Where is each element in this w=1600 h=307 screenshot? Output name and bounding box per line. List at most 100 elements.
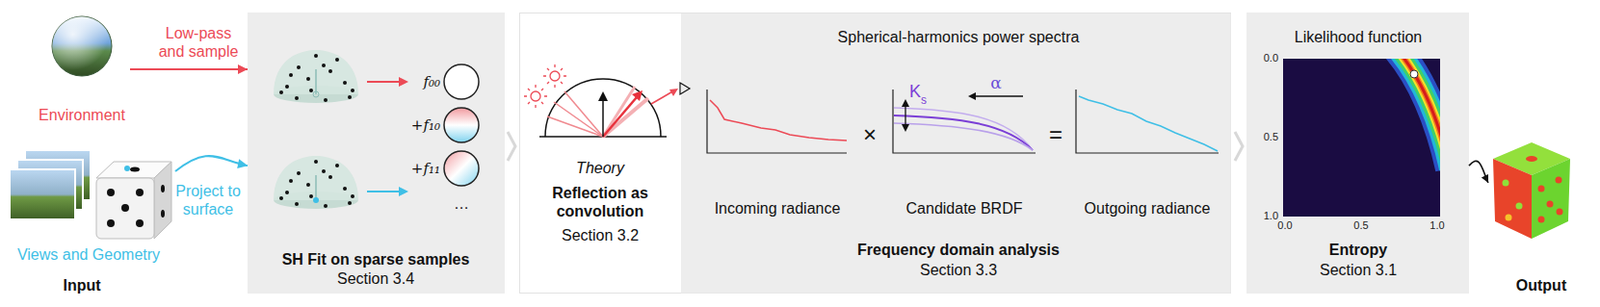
output-dice <box>1502 180 1510 187</box>
sh-basis-circle <box>444 64 479 100</box>
axis-tick: 0.5 <box>1263 131 1279 144</box>
panel-backgrounds <box>247 12 1469 294</box>
sh-basis-circle <box>444 151 479 186</box>
parameter-arrow <box>974 95 1023 97</box>
likelihood-plot <box>1410 70 1418 79</box>
input-dice <box>160 209 165 218</box>
output-dice <box>1531 158 1571 239</box>
reflection-sketch <box>603 97 637 137</box>
environment-sphere <box>52 16 112 77</box>
input-dice <box>96 178 155 239</box>
reflection-sketch <box>603 98 649 137</box>
node-title: Theory <box>576 158 625 178</box>
node-title: Outgoing radiance <box>1084 199 1211 218</box>
hemisphere <box>350 194 355 199</box>
hemisphere <box>323 98 328 103</box>
likelihood-plot <box>1387 58 1441 169</box>
node-title: Environment <box>38 105 126 125</box>
spectrum-chart <box>893 123 1033 151</box>
node-text: Reflection as convolution <box>532 183 668 221</box>
reflection-sketch <box>524 64 690 137</box>
hemisphere <box>285 190 289 195</box>
parameter-label: K <box>909 81 921 104</box>
panel-backgrounds <box>247 12 505 294</box>
hemisphere <box>347 201 352 206</box>
panel-chevron <box>1234 131 1243 161</box>
parameter-arrow <box>901 99 910 107</box>
likelihood-plot <box>1387 58 1441 169</box>
sample-arrow <box>367 80 401 83</box>
spectrum-chart: Outgoing radiance <box>1067 81 1229 222</box>
hemisphere <box>306 77 311 81</box>
parameter-label: α <box>990 73 1001 93</box>
spectrum-chart: Candidate BRDF <box>884 81 1046 222</box>
hemisphere <box>321 169 326 174</box>
node-title: Candidate BRDF <box>906 199 1023 218</box>
likelihood-plot <box>1387 58 1441 169</box>
sample-arrow <box>398 77 409 87</box>
node-title: Output <box>1516 276 1567 295</box>
reflection-sketch <box>631 90 643 102</box>
panel-backgrounds <box>1246 12 1469 294</box>
input-dice <box>135 219 144 228</box>
node-title: SH Fit on sparse samples <box>282 250 471 269</box>
likelihood-plot <box>1387 58 1441 169</box>
input-dice <box>130 167 140 173</box>
connector-line <box>175 156 248 172</box>
input-dice <box>106 219 115 228</box>
likelihood-plot <box>1387 58 1441 169</box>
hemisphere <box>288 73 293 78</box>
output-dice <box>1538 185 1546 193</box>
reflection-sketch <box>602 98 604 137</box>
output-dice <box>1505 214 1513 222</box>
input-dice <box>96 161 172 239</box>
stage-panel: Likelihood functionEntropySection 3.1 <box>1246 12 1469 294</box>
input-dice <box>160 184 165 193</box>
hemisphere <box>347 95 352 100</box>
hemisphere <box>309 88 314 93</box>
sh-basis-circle <box>444 107 479 143</box>
spectrum-chart <box>1078 96 1218 152</box>
hemisphere <box>342 80 347 85</box>
panel-chevron <box>507 131 516 161</box>
panel-backgrounds <box>681 13 1232 294</box>
output-dice <box>1493 158 1532 239</box>
reflection-sketch <box>553 102 604 137</box>
reflection-sketch <box>524 84 548 108</box>
arrow-head <box>236 158 248 169</box>
stage-panel: Spherical-harmonics power spectraFrequen… <box>681 12 1232 294</box>
reflection-sketch <box>547 116 604 137</box>
sh-coefficient: f₀₀ <box>422 73 441 91</box>
node-text: Section 3.3 <box>919 261 997 280</box>
environment-group: Environment <box>33 9 131 128</box>
input-dice <box>124 165 131 172</box>
hemisphere <box>313 197 319 204</box>
arrow-head <box>237 64 248 75</box>
node-text: Section 3.4 <box>337 269 415 289</box>
reflection-sketch <box>530 91 541 102</box>
node-title: Spherical-harmonics power spectra <box>838 27 1080 47</box>
theory-panel: TheoryReflection as convolutionSection 3… <box>519 12 682 294</box>
hemisphere <box>309 194 314 199</box>
arrow-head <box>1481 174 1489 184</box>
hemisphere <box>314 159 318 164</box>
output-dice <box>1547 201 1554 209</box>
spectrum-chart <box>707 89 1219 154</box>
parameter-arrow <box>904 105 906 126</box>
output-dice <box>1556 209 1564 216</box>
hemisphere <box>279 90 284 95</box>
view-images <box>9 169 76 220</box>
input-dice <box>135 188 144 197</box>
sample-arrow <box>367 190 401 193</box>
node-title: Incoming radiance <box>714 199 841 218</box>
reflection-sketch <box>550 71 560 81</box>
hemisphere <box>306 183 311 187</box>
hemisphere <box>273 50 359 95</box>
operator-symbol: × <box>863 121 877 150</box>
input-dice <box>106 188 115 197</box>
hemisphere <box>314 175 317 201</box>
parameter-arrow <box>901 124 910 132</box>
output-dice <box>1493 142 1571 239</box>
node-text: Section 3.1 <box>1319 261 1397 280</box>
node-text: Frequency domain analysis <box>857 240 1060 260</box>
